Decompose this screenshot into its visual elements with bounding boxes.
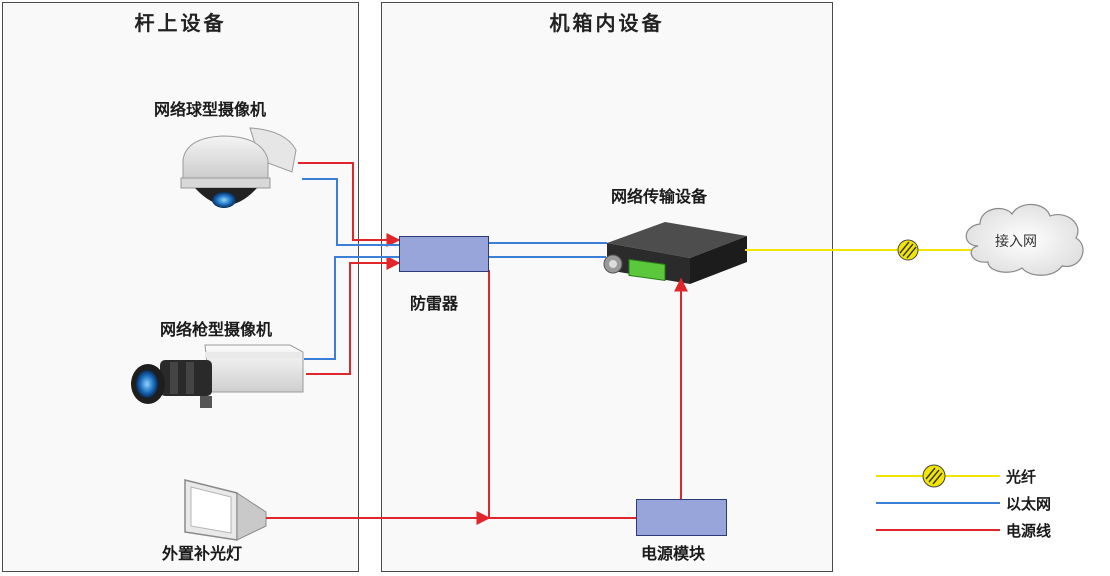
bullet-camera-label: 网络枪型摄像机 <box>160 320 273 339</box>
network-cloud-label: 接入网 <box>995 234 1037 250</box>
dome-camera-icon <box>180 127 297 208</box>
pole-equipment-panel: 杆上设备 <box>2 2 359 572</box>
transmission-device-label: 网络传输设备 <box>611 187 708 206</box>
ethernet-lines <box>302 178 607 360</box>
fiber-line <box>745 239 972 261</box>
transmission-device-icon <box>603 222 747 284</box>
dome-camera-label: 网络球型摄像机 <box>154 100 267 119</box>
network-cloud-icon <box>965 203 1084 276</box>
surge-protector-label: 防雷器 <box>410 294 459 313</box>
legend-fiber-label: 光纤 <box>1006 468 1037 486</box>
cabinet-equipment-panel: 机箱内设备 <box>381 2 833 572</box>
cabinet-panel-title: 机箱内设备 <box>549 11 665 35</box>
fill-light-label: 外置补光灯 <box>162 544 243 563</box>
surge-protector-box <box>399 236 489 272</box>
legend-ethernet-label: 以太网 <box>1006 495 1052 513</box>
legend-graphics <box>876 464 1000 531</box>
power-module-box <box>636 499 727 536</box>
bullet-camera-icon <box>131 344 304 408</box>
pole-panel-title: 杆上设备 <box>134 11 227 35</box>
fill-light-icon <box>184 479 267 541</box>
legend-power-label: 电源线 <box>1006 522 1052 540</box>
power-lines <box>266 162 688 525</box>
power-module-label: 电源模块 <box>641 544 706 563</box>
